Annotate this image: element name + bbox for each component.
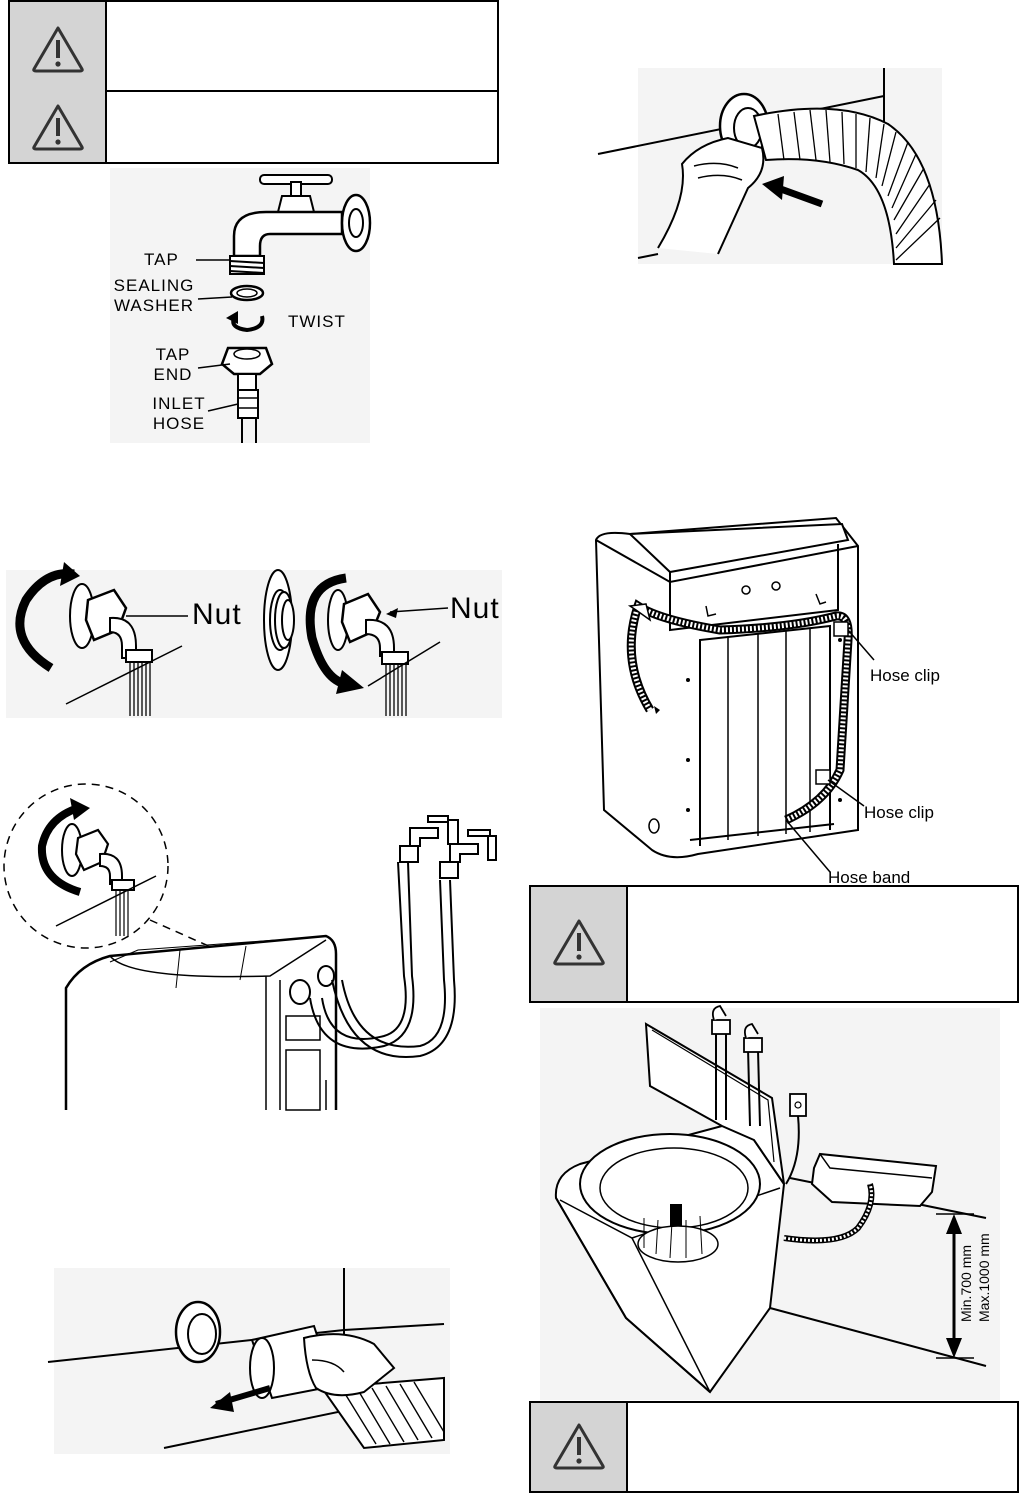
min-height-label: Min.700 mm: [958, 1244, 974, 1322]
hose-clip-label-top: Hose clip: [870, 666, 940, 685]
drain-hose-insert-figure-right: [597, 68, 944, 265]
drain-hose-hand-illustration: [597, 68, 944, 265]
machine-rear-hose-clip-figure: Hose clip Hose clip Hose band: [590, 510, 990, 890]
warning-triangle-icon: [553, 1423, 605, 1470]
drain-height-figure: Min.700 mm Max.1000 mm: [540, 1004, 1000, 1400]
warning-icon-cell: [10, 90, 107, 162]
drain-height-illustration: [554, 1004, 987, 1394]
nut-label-right: Nut: [450, 592, 500, 625]
warning-triangle-icon: [32, 104, 84, 151]
hose-band-label: Hose band: [828, 868, 911, 887]
warning-box-top: [8, 0, 499, 164]
nut-rotation-figure: Nut Nut: [6, 560, 502, 720]
hose-clip-label-bottom: Hose clip: [864, 803, 934, 822]
warning-icon-cell: [531, 887, 628, 1001]
drain-hose-illustration: [47, 1268, 445, 1450]
tap-label: TAP: [144, 250, 179, 269]
max-height-label: Max.1000 mm: [976, 1233, 992, 1322]
warning-triangle-icon: [553, 919, 605, 966]
warning-icon-cell: [10, 2, 107, 92]
machine-inlet-illustration: [3, 783, 497, 1111]
tap-illustration: [196, 174, 372, 443]
nut-illustration: [15, 562, 449, 716]
machine-rear-illustration: [594, 516, 875, 873]
warning-box-bottom: [529, 1401, 1019, 1493]
twist-label: TWIST: [288, 312, 346, 331]
drain-hose-insert-figure-left: [44, 1268, 450, 1454]
warning-box-middle: [529, 885, 1019, 1003]
inlet-hose-connection-figure: [0, 780, 500, 1111]
warning-icon-cell: [531, 1403, 628, 1491]
nut-label-left: Nut: [192, 598, 242, 631]
warning-divider: [107, 90, 497, 92]
warning-triangle-icon: [32, 26, 84, 73]
